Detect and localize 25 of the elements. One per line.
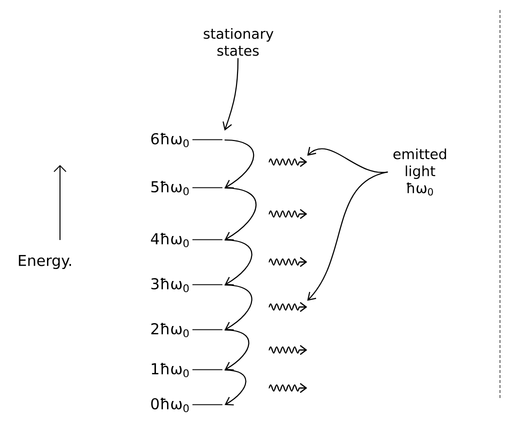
arrow — [224, 284, 252, 330]
arrow — [224, 369, 246, 406]
arrow — [307, 146, 388, 173]
arrow — [224, 239, 252, 286]
photon-squiggle — [268, 302, 308, 312]
photon-squiggle — [268, 257, 308, 267]
energy-level: 0ħω$_{0}$ — [151, 398, 223, 412]
photon-squiggle — [268, 345, 308, 355]
energy-level: 2ħω$_{0}$ — [151, 322, 223, 338]
energy-level: 3ħω$_{0}$ — [151, 278, 223, 292]
arrow — [224, 329, 250, 370]
energy-level: 1ħω$_{0}$ — [152, 362, 223, 378]
photon-squiggle — [268, 209, 308, 219]
arrow — [307, 171, 388, 301]
arrow — [224, 139, 254, 188]
arrow — [222, 58, 239, 131]
energy-level: 5ħω$_{0}$ — [151, 180, 223, 196]
energy-level: 4ħω$_{0}$ — [150, 232, 223, 248]
energy-level: 6ħω$_{0}$ — [151, 132, 223, 148]
annotation-text: stationary states — [204, 28, 274, 56]
photon-squiggle — [268, 383, 308, 393]
axis-label: Energy. — [18, 254, 71, 270]
photon-squiggle — [268, 157, 308, 167]
arrow — [224, 187, 256, 240]
annotation-text: emitted light ħω$_{0}$ — [393, 148, 446, 196]
